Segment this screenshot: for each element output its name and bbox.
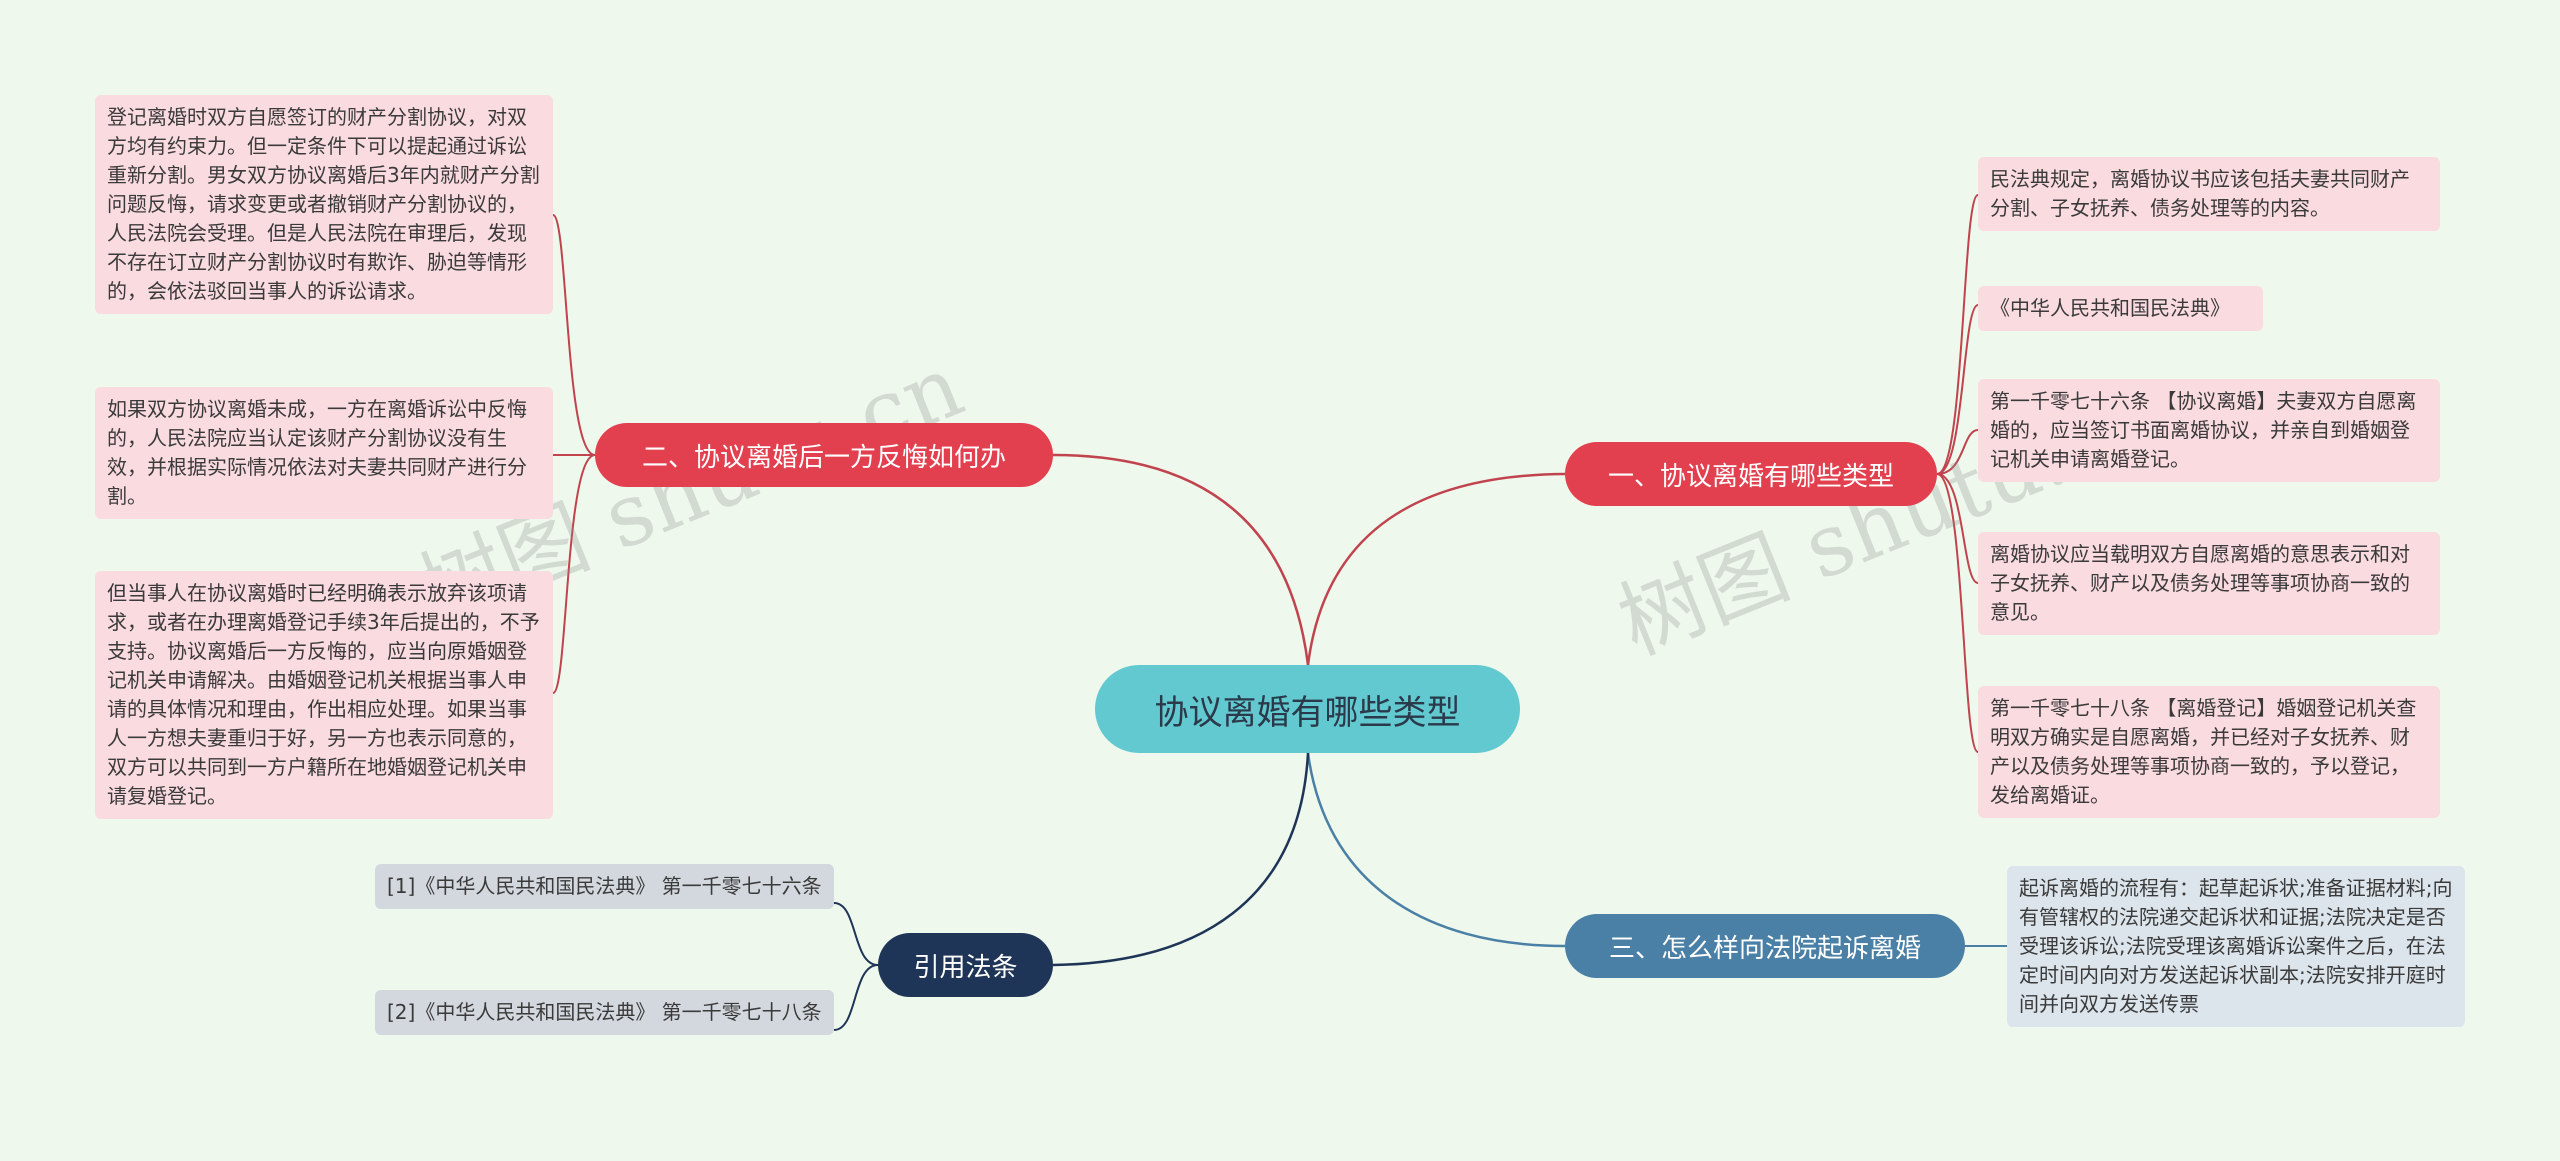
link-b1-leaf4: [1936, 473, 1979, 584]
link-center-b4: [1052, 752, 1310, 967]
leaf-property-agreement: 登记离婚时双方自愿签订的财产分割协议，对双方均有约束力。但一定条件下可以提起通过…: [95, 95, 553, 314]
leaf-citation-2: [2]《中华人民共和国民法典》 第一千零七十八条: [375, 990, 834, 1035]
leaf-agreement-content: 离婚协议应当载明双方自愿离婚的意思表示和对子女抚养、财产以及债务处理等事项协商一…: [1978, 532, 2440, 635]
link-center-b3: [1306, 752, 1566, 948]
leaf-article-1078: 第一千零七十八条 【离婚登记】婚姻登记机关查明双方确实是自愿离婚，并已经对子女抚…: [1978, 686, 2440, 818]
link-b1-leaf5: [1936, 473, 1979, 753]
link-b4-leaf1: [833, 902, 879, 966]
leaf-civil-code-title: 《中华人民共和国民法典》: [1978, 286, 2263, 331]
branch-types[interactable]: 一、协议离婚有哪些类型: [1565, 442, 1937, 506]
branch-reversal[interactable]: 二、协议离婚后一方反悔如何办: [595, 423, 1053, 487]
link-b1-leaf3: [1936, 429, 1979, 475]
leaf-article-1076: 第一千零七十六条 【协议离婚】夫妻双方自愿离婚的，应当签订书面离婚协议，并亲自到…: [1978, 379, 2440, 482]
branch-citations[interactable]: 引用法条: [878, 933, 1053, 997]
leaf-waived-claim: 但当事人在协议离婚时已经明确表示放弃该项请求，或者在办理离婚登记手续3年后提出的…: [95, 571, 553, 819]
center-topic[interactable]: 协议离婚有哪些类型: [1095, 665, 1520, 753]
link-b1-leaf1: [1936, 194, 1979, 475]
leaf-divorce-failed: 如果双方协议离婚未成，一方在离婚诉讼中反悔的，人民法院应当认定该财产分割协议没有…: [95, 387, 553, 519]
link-b1-leaf2: [1936, 304, 1979, 475]
leaf-lawsuit-process: 起诉离婚的流程有：起草起诉状;准备证据材料;向有管辖权的法院递交起诉状和证据;法…: [2007, 866, 2465, 1027]
leaf-civil-code-rule: 民法典规定，离婚协议书应该包括夫妻共同财产分割、子女抚养、债务处理等的内容。: [1978, 157, 2440, 231]
link-center-b1: [1306, 472, 1566, 666]
link-center-b2: [1052, 453, 1310, 666]
leaf-citation-1: [1]《中华人民共和国民法典》 第一千零七十六条: [375, 864, 834, 909]
link-b4-leaf2: [833, 964, 879, 1031]
link-b2-leaf3: [552, 454, 596, 694]
link-b2-leaf1: [552, 214, 596, 456]
branch-lawsuit[interactable]: 三、怎么样向法院起诉离婚: [1565, 914, 1965, 978]
